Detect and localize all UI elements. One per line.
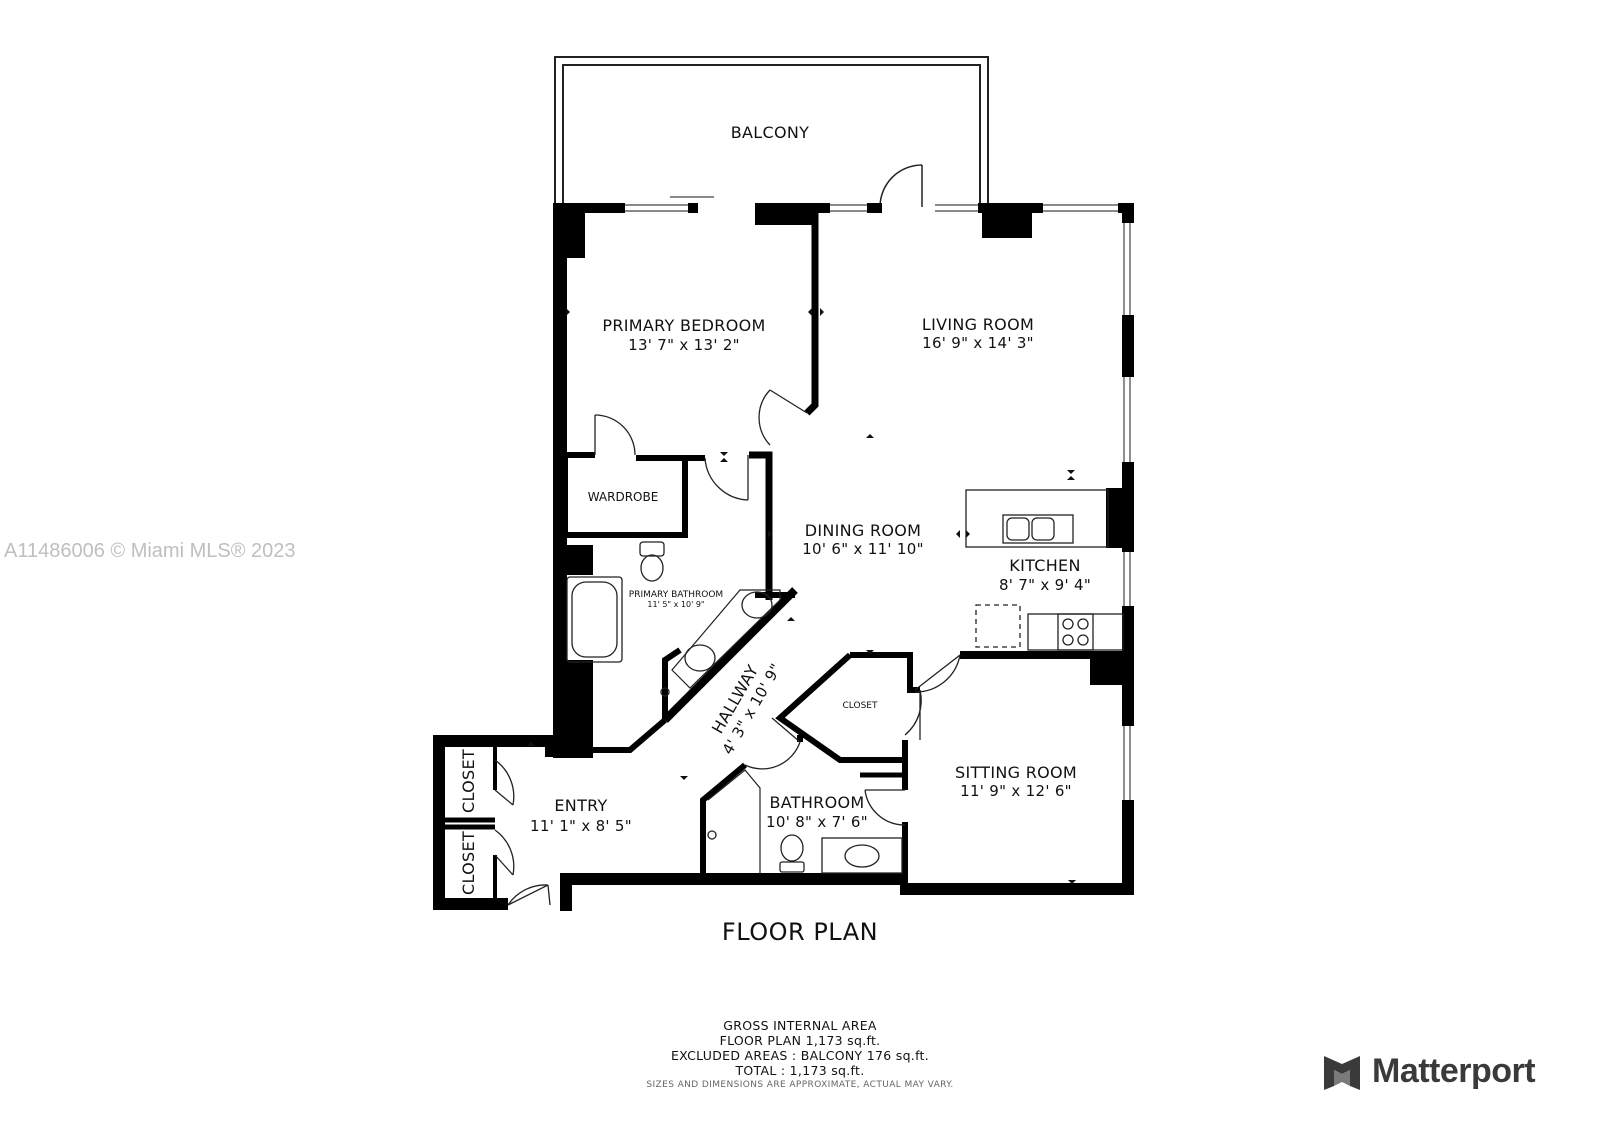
primary-bedroom-label: PRIMARY BEDROOM: [602, 316, 765, 335]
primary-bathroom-dimensions: 11' 5" x 10' 9": [647, 600, 704, 609]
entry-dimensions: 11' 1" x 8' 5": [530, 817, 632, 835]
primary-bedroom-dimensions: 13' 7" x 13' 2": [628, 336, 740, 354]
kitchen-dimensions: 8' 7" x 9' 4": [999, 576, 1091, 594]
windows: [625, 196, 1131, 800]
balcony-label: BALCONY: [731, 123, 809, 142]
area-heading: GROSS INTERNAL AREA: [723, 1018, 877, 1033]
closet-label-1: CLOSET: [459, 749, 478, 813]
closet-label: CLOSET: [843, 701, 878, 711]
mls-watermark: A11486006 © Miami MLS® 2023: [4, 540, 296, 562]
floor-plan-title: FLOOR PLAN: [721, 918, 879, 946]
area-floor-plan: FLOOR PLAN 1,173 sq.ft.: [719, 1033, 881, 1048]
door-swings: [494, 389, 961, 906]
closet-label-2: CLOSET: [459, 831, 478, 895]
kitchen-label: KITCHEN: [1009, 556, 1080, 575]
area-total: TOTAL : 1,173 sq.ft.: [735, 1063, 865, 1078]
wardrobe-label: WARDROBE: [588, 490, 659, 504]
living-room-dimensions: 16' 9" x 14' 3": [922, 334, 1034, 352]
area-excluded: EXCLUDED AREAS : BALCONY 176 sq.ft.: [670, 1048, 930, 1063]
living-room-label: LIVING ROOM: [922, 315, 1034, 334]
dining-room-dimensions: 10' 6" x 11' 10": [802, 540, 924, 558]
sitting-room-dimensions: 11' 9" x 12' 6": [960, 782, 1072, 800]
sitting-room-label: SITTING ROOM: [955, 763, 1077, 782]
dimension-markers: [527, 308, 1076, 884]
matterport-wordmark: Matterport: [1372, 1051, 1536, 1090]
area-summary: GROSS INTERNAL AREA FLOOR PLAN 1,173 sq.…: [0, 1018, 1600, 1093]
exterior-walls: [433, 203, 1134, 911]
matterport-brand: Matterport: [1322, 1050, 1536, 1092]
fixtures: [566, 489, 1124, 874]
area-disclaimer: SIZES AND DIMENSIONS ARE APPROXIMATE, AC…: [646, 1080, 954, 1090]
matterport-logo-icon: [1324, 1056, 1360, 1090]
balcony-door: [879, 164, 923, 208]
primary-bathroom-label: PRIMARY BATHROOM: [629, 590, 723, 600]
balcony-outline: [554, 56, 989, 205]
entry-label: ENTRY: [554, 796, 607, 815]
dining-room-label: DINING ROOM: [805, 521, 922, 540]
bathroom-dimensions: 10' 8" x 7' 6": [766, 813, 868, 831]
bathroom-label: BATHROOM: [770, 793, 865, 812]
